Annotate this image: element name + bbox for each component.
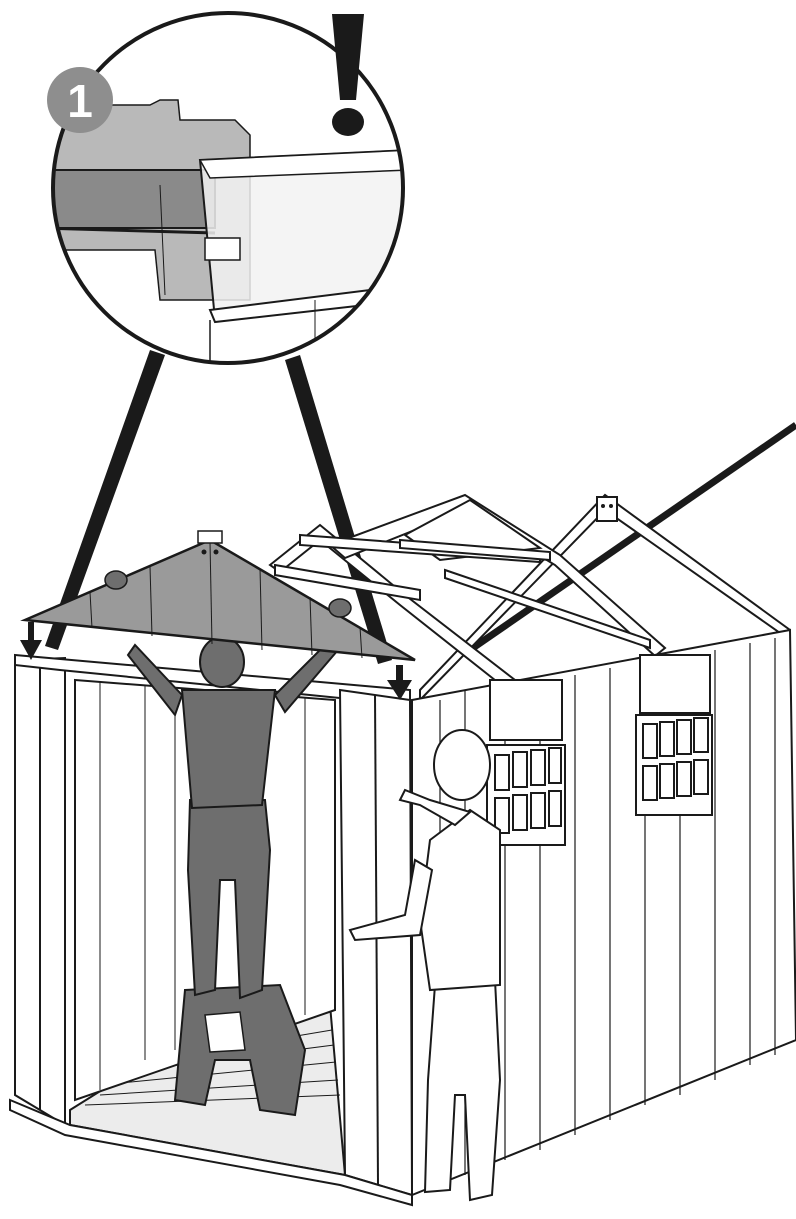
window-left — [487, 680, 565, 845]
step-number: 1 — [67, 75, 93, 127]
window-right — [636, 655, 712, 815]
step-number-badge: 1 — [47, 67, 113, 133]
detail-zoom-circle: 1 ! — [0, 0, 410, 370]
down-arrow-icon — [20, 622, 42, 660]
